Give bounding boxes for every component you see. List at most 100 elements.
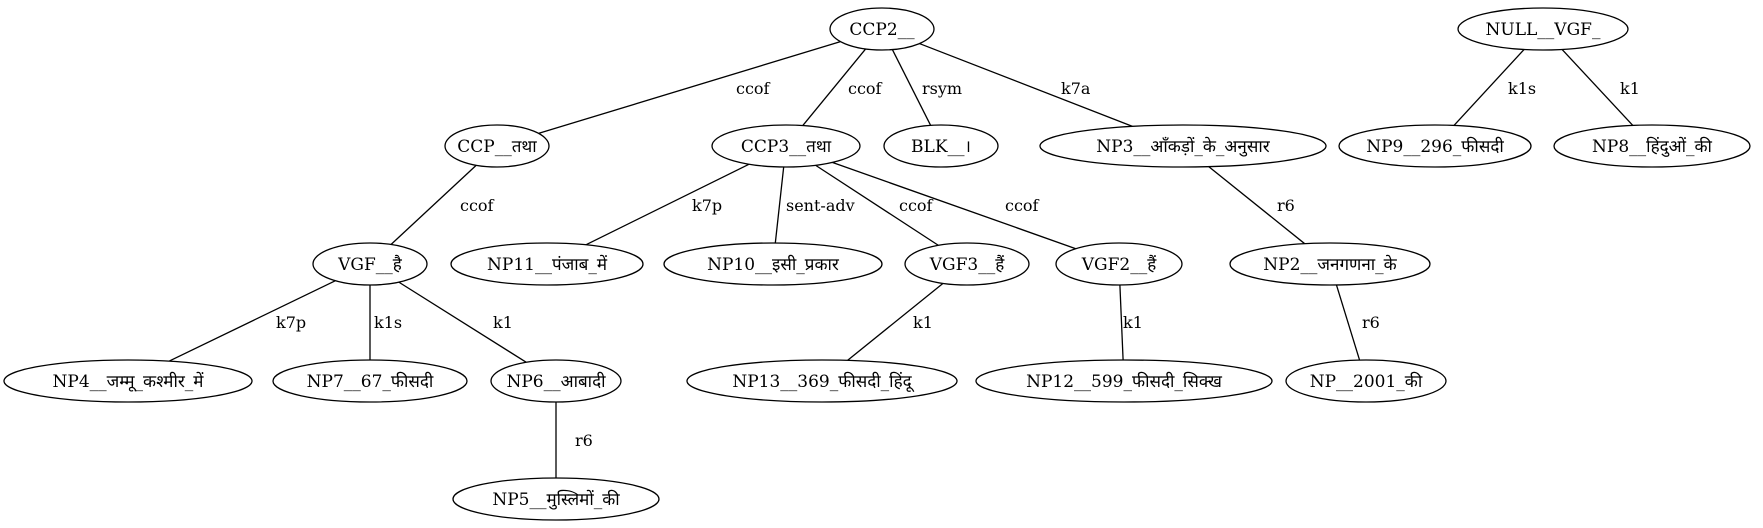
- node-ellipse-np13: [686, 359, 958, 403]
- node-label-np9: NP9__296_फीसदी: [1366, 136, 1504, 157]
- node-label-np13: NP13__369_फीसदी_हिंदू: [732, 371, 914, 392]
- edge-label-np3-np2: r6: [1277, 196, 1295, 215]
- edge-vgf_hai-np4: [168, 280, 336, 362]
- node-np4: NP4__जम्मू_कश्मीर_में: [3, 359, 253, 403]
- node-np9: NP9__296_फीसदी: [1338, 124, 1532, 168]
- edge-label-ccp3_tatha-vgf2: ccof: [1005, 196, 1040, 215]
- node-label-blk: BLK__।: [911, 137, 971, 157]
- node-ellipse-np3: [1039, 124, 1327, 168]
- node-np10: NP10__इसी_प्रकार: [663, 242, 883, 286]
- node-label-null_vgf: NULL__VGF_: [1486, 20, 1601, 40]
- edge-ccp_tatha-vgf_hai: [390, 164, 477, 245]
- edge-ccp3_tatha-np10: [774, 166, 785, 244]
- edge-label-vgf2-np12: k1: [1123, 313, 1143, 332]
- edge-label-vgf_hai-np7: k1s: [374, 313, 402, 332]
- edge-null_vgf-np8: [1561, 49, 1634, 126]
- edge-ccp2-ccp_tatha: [538, 41, 841, 134]
- node-np7: NP7__67_फीसदी: [272, 359, 468, 403]
- edge-ccp2-blk: [891, 49, 932, 126]
- edge-label-ccp2-blk: rsym: [922, 79, 962, 98]
- edge-label-ccp3_tatha-np11: k7p: [692, 196, 722, 215]
- node-ellipse-np7: [272, 359, 468, 403]
- node-ccp3_tatha: CCP3__तथा: [711, 124, 861, 168]
- edge-label-ccp2-np3: k7a: [1061, 79, 1091, 98]
- node-ellipse-np8: [1553, 124, 1751, 168]
- node-np12: NP12__599_फीसदी_सिक्ख: [975, 359, 1273, 403]
- node-vgf2: VGF2__हैं: [1055, 242, 1183, 286]
- edge-null_vgf-np9: [1453, 49, 1525, 126]
- node-label-np7: NP7__67_फीसदी: [307, 371, 434, 392]
- node-ellipse-np6: [490, 359, 622, 403]
- edge-label-ccp2-ccp_tatha: ccof: [736, 79, 771, 98]
- node-label-vgf_hai: VGF__है: [337, 254, 403, 275]
- node-label-np5: NP5__मुस्लिमों_की: [492, 489, 620, 510]
- node-ellipse-ccp3_tatha: [711, 124, 861, 168]
- edge-ccp3_tatha-vgf3: [815, 164, 939, 246]
- node-ellipse-np12: [975, 359, 1273, 403]
- edge-label-ccp_tatha-vgf_hai: ccof: [460, 196, 495, 215]
- edge-label-vgf3-np13: k1: [913, 313, 933, 332]
- edge-label-null_vgf-np8: k1: [1620, 79, 1640, 98]
- node-np8: NP8__हिंदुओं_की: [1553, 124, 1751, 168]
- node-ellipse-np2: [1229, 242, 1431, 286]
- node-label-np10: NP10__इसी_प्रकार: [707, 254, 840, 275]
- node-ellipse-vgf2: [1055, 242, 1183, 286]
- edge-vgf_hai-np6: [398, 281, 527, 363]
- node-label-np8: NP8__हिंदुओं_की: [1592, 136, 1713, 157]
- edge-ccp2-ccp3_tatha: [802, 48, 867, 126]
- node-ellipse-np_2001: [1285, 359, 1447, 403]
- node-ellipse-ccp2: [829, 7, 935, 51]
- node-np2: NP2__जनगणना_के: [1229, 242, 1431, 286]
- node-ellipse-np11: [450, 242, 644, 286]
- node-label-ccp2: CCP2__: [849, 20, 915, 40]
- node-np5: NP5__मुस्लिमों_की: [452, 477, 660, 521]
- node-ccp_tatha: CCP__तथा: [444, 124, 550, 168]
- edge-vgf3-np13: [847, 282, 944, 361]
- edge-ccp2-np3: [919, 42, 1133, 127]
- edge-label-ccp2-ccp3_tatha: ccof: [848, 79, 883, 98]
- node-ellipse-np5: [452, 477, 660, 521]
- node-label-vgf2: VGF2__हैं: [1081, 254, 1157, 275]
- edge-label-null_vgf-np9: k1s: [1508, 79, 1536, 98]
- node-label-np2: NP2__जनगणना_के: [1263, 254, 1397, 275]
- node-label-ccp3_tatha: CCP3__तथा: [741, 137, 832, 157]
- node-np13: NP13__369_फीसदी_हिंदू: [686, 359, 958, 403]
- edges-layer: ccof ccof rsym k7a k1s k1 ccof k7p sent-adv ccof c…: [168, 41, 1640, 478]
- node-np_2001: NP__2001_की: [1285, 359, 1447, 403]
- edge-label-np6-np5: r6: [575, 431, 593, 450]
- edge-vgf2-np12: [1119, 284, 1124, 361]
- edge-ccp3_tatha-vgf2: [832, 161, 1077, 250]
- node-ellipse-np4: [3, 359, 253, 403]
- edge-label-np2-np_2001: r6: [1362, 313, 1380, 332]
- node-ellipse-vgf_hai: [312, 242, 428, 286]
- node-label-np12: NP12__599_फीसदी_सिक्ख: [1026, 371, 1223, 392]
- edge-np3-np2: [1208, 166, 1306, 245]
- nodes-layer: CCP2__ NULL__VGF_ CCP__तथा CCP3__तथा BLK__। N…: [3, 7, 1751, 521]
- node-np6: NP6__आबादी: [490, 359, 622, 403]
- node-ellipse-null_vgf: [1457, 7, 1629, 51]
- node-label-ccp_tatha: CCP__तथा: [457, 137, 537, 157]
- node-ellipse-ccp_tatha: [444, 124, 550, 168]
- node-label-vgf3: VGF3__हैं: [929, 254, 1005, 275]
- edge-label-ccp3_tatha-vgf3: ccof: [899, 196, 934, 215]
- node-np11: NP11__पंजाब_में: [450, 242, 644, 286]
- node-np3: NP3__आँकड़ों_के_अनुसार: [1039, 124, 1327, 168]
- edge-label-vgf_hai-np4: k7p: [276, 313, 306, 332]
- edge-ccp3_tatha-np11: [585, 163, 750, 246]
- node-label-np11: NP11__पंजाब_में: [487, 254, 608, 275]
- edge-label-ccp3_tatha-np10: sent-adv: [786, 196, 855, 215]
- node-label-np6: NP6__आबादी: [506, 371, 606, 392]
- node-ellipse-np10: [663, 242, 883, 286]
- node-null_vgf: NULL__VGF_: [1457, 7, 1629, 51]
- node-label-np3: NP3__आँकड़ों_के_अनुसार: [1096, 136, 1270, 157]
- node-ellipse-vgf3: [904, 242, 1030, 286]
- edge-np2-np_2001: [1335, 284, 1361, 361]
- node-vgf3: VGF3__हैं: [904, 242, 1030, 286]
- node-ellipse-np9: [1338, 124, 1532, 168]
- node-ccp2: CCP2__: [829, 7, 935, 51]
- node-blk: BLK__।: [883, 124, 999, 168]
- node-ellipse-blk: [883, 124, 999, 168]
- node-label-np_2001: NP__2001_की: [1310, 371, 1423, 392]
- node-label-np4: NP4__जम्मू_कश्मीर_में: [53, 371, 205, 392]
